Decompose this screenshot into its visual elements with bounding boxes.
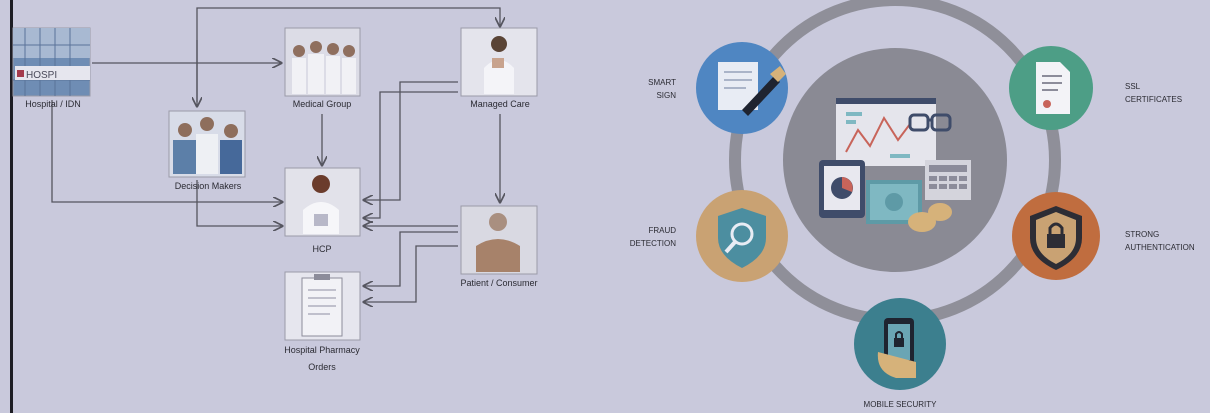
pharmacy-orders-photo [284,271,361,341]
hospital-photo: HOSPI [12,27,91,97]
hcp-photo [284,167,361,237]
fraud-detection-label: FRAUD DETECTION [629,226,676,248]
ssl-certificates-label: SSL CERTIFICATES [1125,82,1183,104]
decision-makers-label: Decision Makers [174,181,242,191]
arrow-managed-care-to-hcp-2 [364,91,458,218]
ssl-certificates-node [1009,46,1093,130]
fraud-detection-node [696,190,788,282]
mobile-security-node [854,298,946,390]
hcp-label: HCP [312,244,332,254]
arrow-hospital-to-hcp [51,100,282,202]
center-dashboard-illustration [819,98,971,232]
hospital-label: Hospital / IDN [25,99,81,109]
flow-connectors [51,7,500,302]
mobile-security-label: MOBILE SECURITY [863,400,937,409]
arrow-patient-to-pharmacy-1 [364,231,458,286]
strong-authentication-node [1012,192,1100,280]
patient-photo [460,205,538,275]
hospital-pharmacy-orders-label: Hospital Pharmacy Orders [284,345,360,372]
patient-consumer-label: Patient / Consumer [460,278,538,288]
managed-care-photo [460,27,538,97]
managed-care-label: Managed Care [470,99,530,109]
arrow-patient-to-pharmacy-2 [364,245,458,302]
arrow-decision-makers-to-hcp [196,180,282,226]
hospital-sign-text: HOSPI [26,70,57,81]
strong-authentication-label: STRONG AUTHENTICATION [1125,230,1195,252]
smart-sign-label: SMART SIGN [648,78,676,100]
medical-group-label: Medical Group [292,99,352,109]
decision-makers-photo [168,110,246,178]
medical-group-photo [284,27,361,97]
smart-sign-node [696,42,788,134]
arrow-managed-care-to-hcp-1 [364,81,458,200]
left-frame-border [0,0,13,413]
